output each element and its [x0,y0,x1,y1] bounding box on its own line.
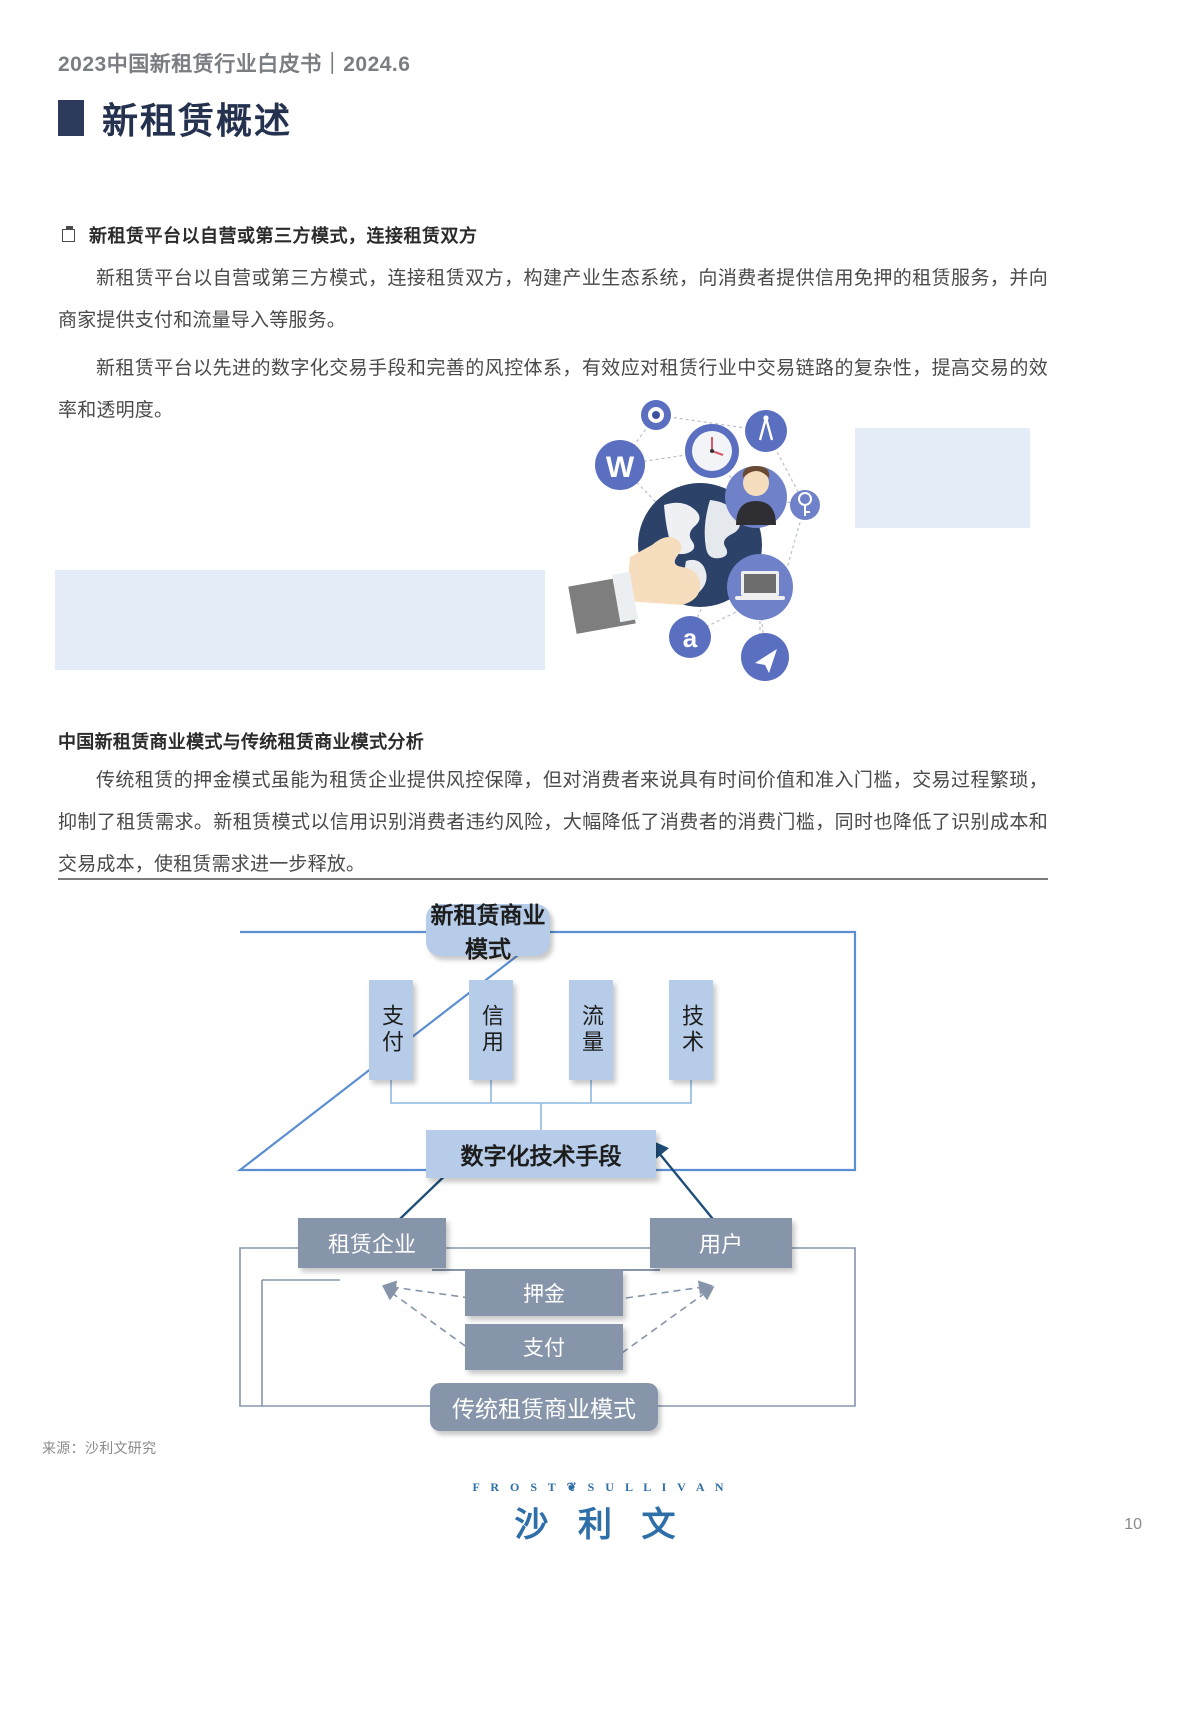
bullet-heading: 新租赁平台以自营或第三方模式，连接租赁双方 [62,222,478,248]
node-user: 用户 [650,1218,792,1268]
section-divider [58,878,1048,880]
checkbox-bullet-icon [62,225,75,242]
source-note: 来源：沙利文研究 [42,1440,157,1456]
laptop-icon [727,554,793,620]
node-new-model-title: 新租赁商业模式 [426,902,550,962]
svg-text:W: W [606,451,635,484]
new-model-frame [236,930,857,1172]
node-deposit: 押金 [465,1270,623,1316]
node-traditional-model-title: 传统租赁商业模式 [430,1383,658,1431]
clock-icon [685,424,739,478]
bullet-heading-text: 新租赁平台以自营或第三方模式，连接租赁双方 [89,226,478,246]
paper-plane-icon [741,633,789,681]
node-pillar-technology: 技术 [669,980,713,1080]
decorative-panel-right [855,428,1030,528]
node-payment: 支付 [465,1324,623,1370]
paragraph-1: 新租赁平台以自营或第三方模式，连接租赁双方，构建产业生态系统，向消费者提供信用免… [58,268,1048,331]
node-enterprise: 租赁企业 [298,1218,446,1268]
hand-icon [568,537,701,634]
node-pillar-credit: 信用 [469,980,513,1080]
paragraph-3: 传统租赁的押金模式虽能为租赁企业提供风控保障，但对消费者来说具有时间价值和准入门… [58,770,1048,875]
sub-heading: 中国新租赁商业模式与传统租赁商业模式分析 [58,732,424,752]
paragraph-2: 新租赁平台以先进的数字化交易手段和完善的风控体系，有效应对租赁行业中交易链路的复… [58,358,1048,421]
key-icon [790,490,820,520]
running-head: 2023中国新租赁行业白皮书｜2024.6 [58,53,411,76]
page-number: 10 [1124,1516,1142,1533]
svg-text:a: a [683,623,698,653]
a-letter-icon: a [669,616,711,658]
section-title-block: 新租赁概述 [58,92,292,144]
section-marker-square [58,100,84,136]
frost-sullivan-logo: F R O S T ❦ S U L L I V A N 沙 利 文 [0,1480,1200,1546]
node-pillar-traffic: 流量 [569,980,613,1080]
person-icon [725,466,787,528]
decorative-panel-left [55,570,545,670]
compass-icon [745,410,787,452]
node-pillar-payment: 支付 [369,980,413,1080]
business-model-diagram: 新租赁商业模式 支付 信用 流量 技术 数字化技术手段 租赁企业 用户 押金 支… [230,898,870,1431]
target-icon [641,400,671,430]
logo-chinese-text: 沙 利 文 [514,1506,686,1544]
network-globe-illustration: W a [560,385,880,705]
node-digital-means: 数字化技术手段 [426,1130,656,1178]
w-letter-icon: W [595,440,645,490]
logo-english-text: F R O S T ❦ S U L L I V A N [472,1480,728,1494]
page-title: 新租赁概述 [102,100,293,141]
